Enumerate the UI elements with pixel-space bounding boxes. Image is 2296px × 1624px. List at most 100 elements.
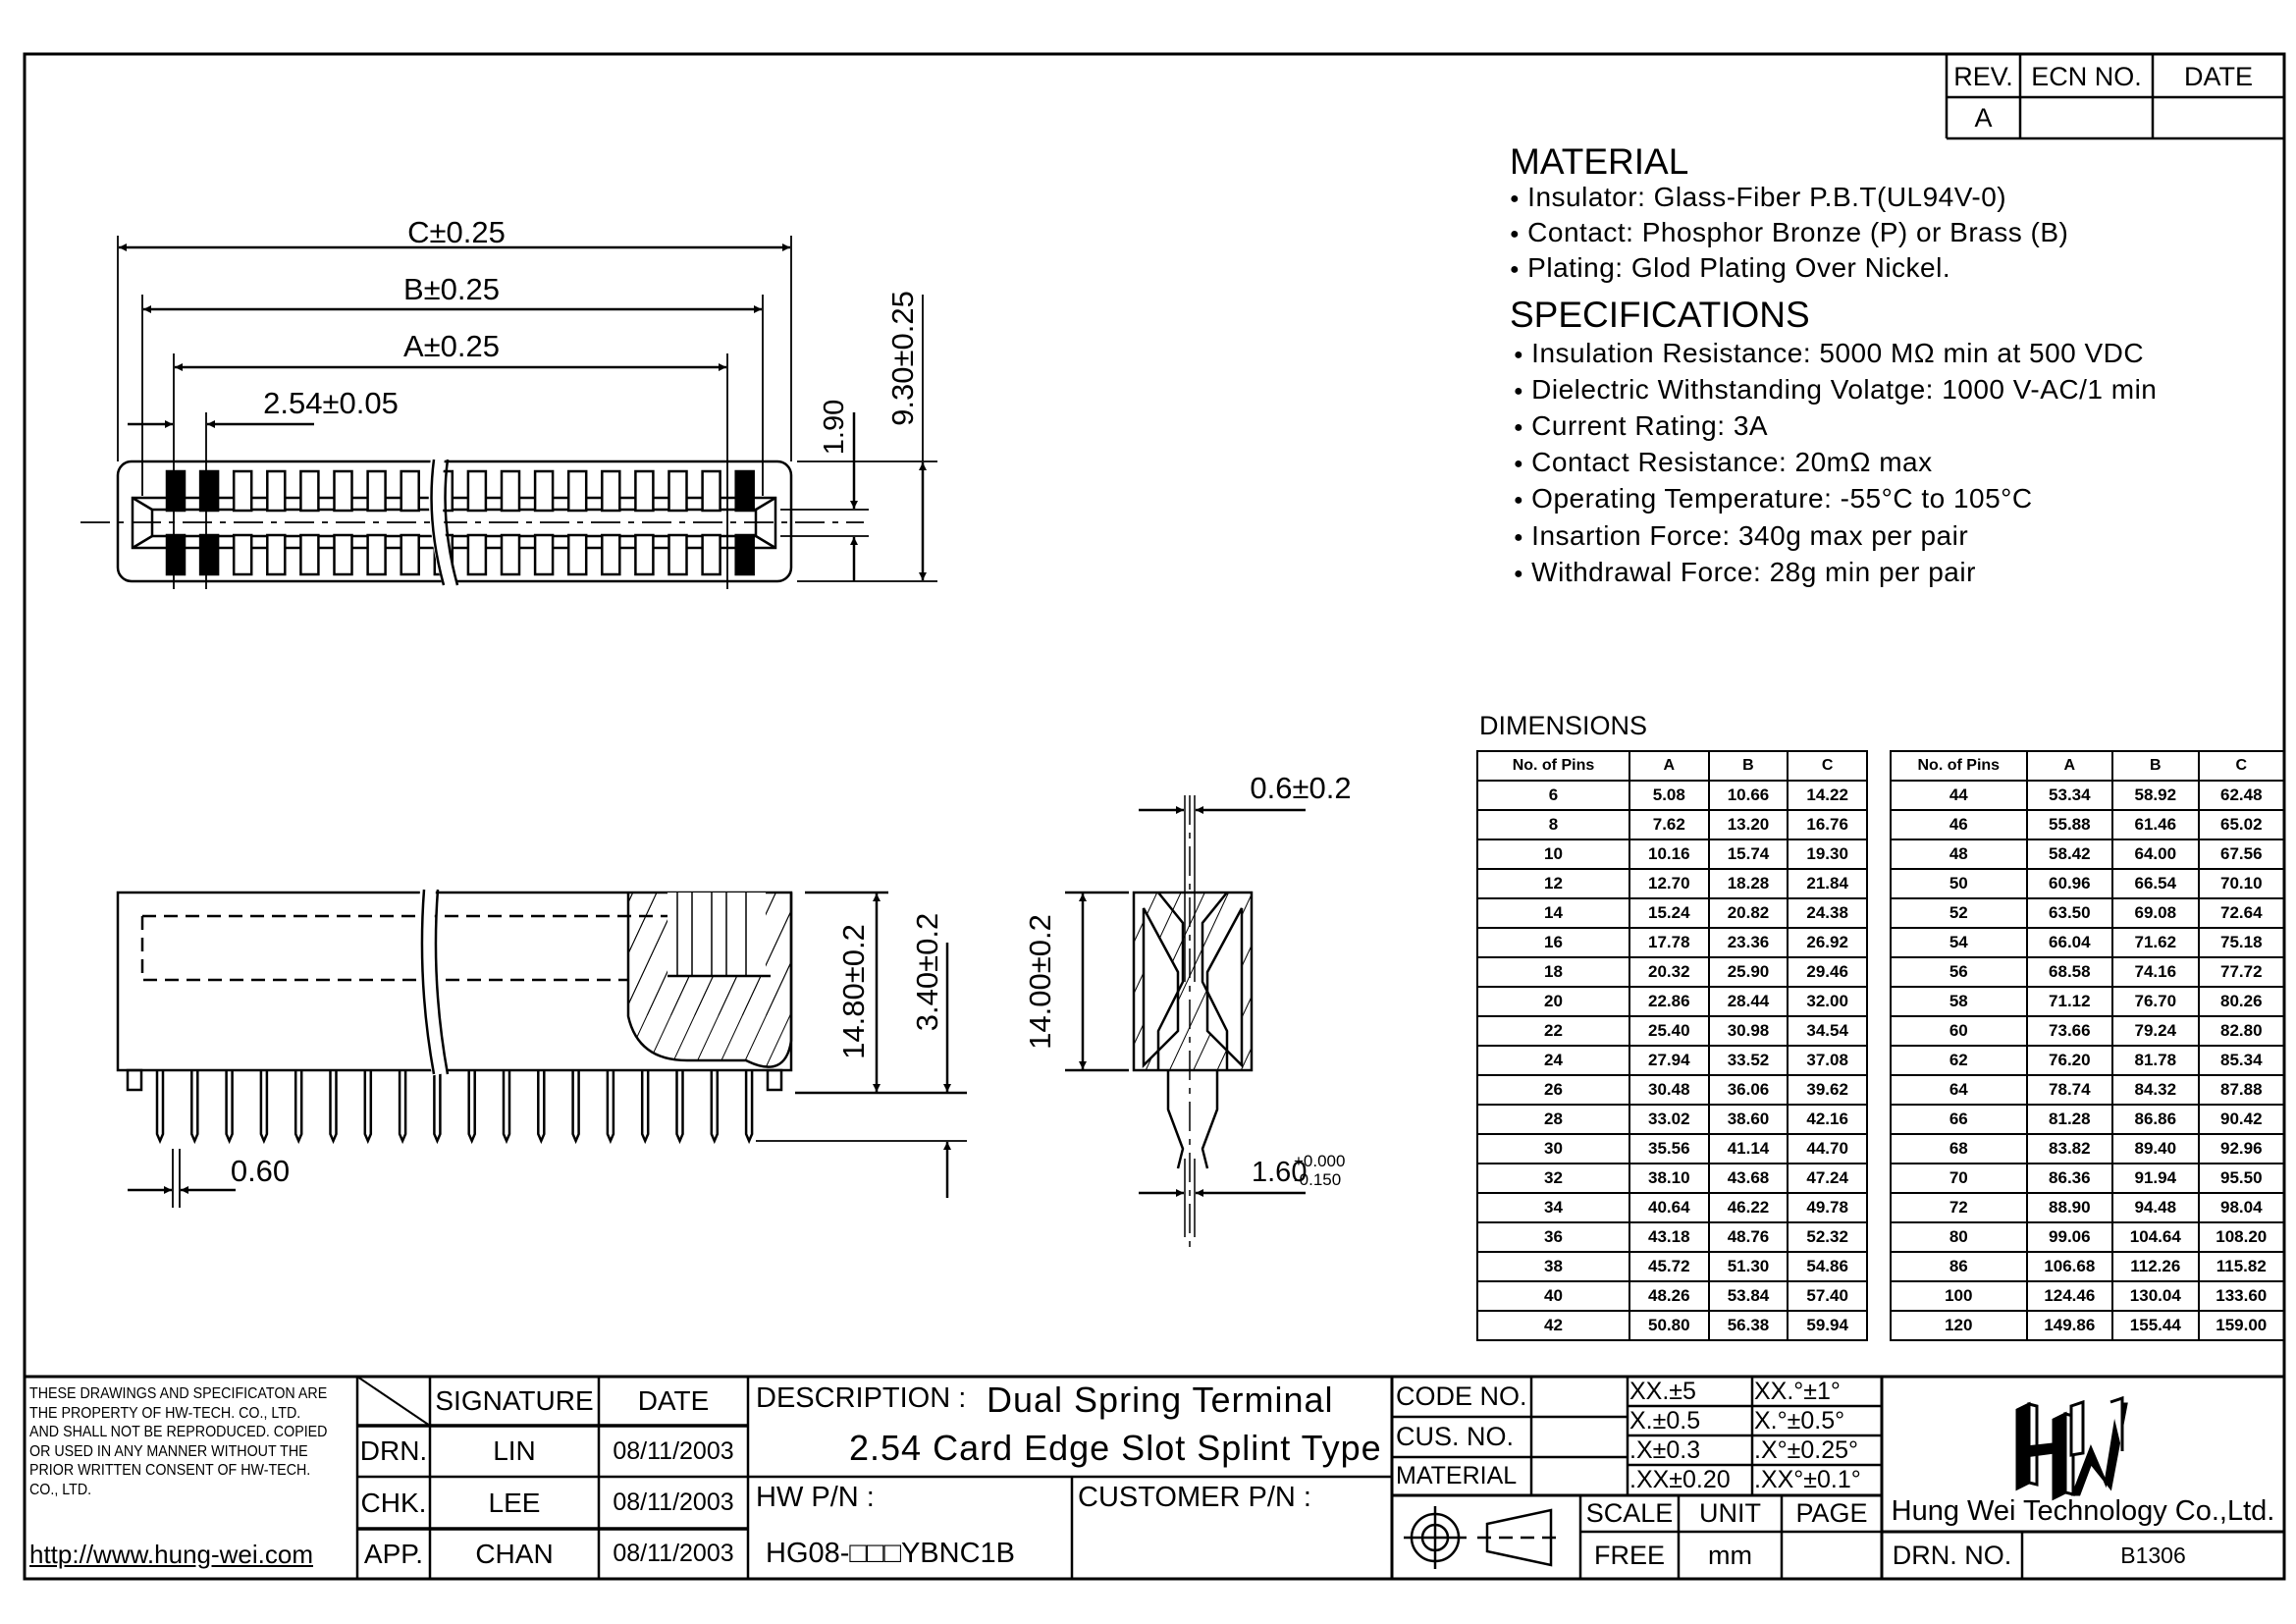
dimension-cell: 10.66 xyxy=(1707,780,1789,811)
pin-count-cell: 16 xyxy=(1476,927,1630,958)
dimension-cell: 130.04 xyxy=(2111,1280,2200,1312)
pin-count-cell: 24 xyxy=(1476,1045,1630,1076)
dimension-cell: 43.68 xyxy=(1707,1163,1789,1194)
contact-pin xyxy=(198,469,220,513)
customer-pn-label: CUSTOMER P/N : xyxy=(1078,1482,1311,1513)
dimension-cell: 69.08 xyxy=(2111,897,2200,929)
column-header: C xyxy=(1787,750,1868,782)
dimension-cell: 13.20 xyxy=(1707,809,1789,840)
dimension-cell: 45.72 xyxy=(1628,1251,1710,1282)
page-label: PAGE xyxy=(1795,1498,1868,1528)
pin-count-cell: 62 xyxy=(1890,1045,2028,1076)
dimension-cell: 42.16 xyxy=(1787,1104,1868,1135)
pin-count-cell: 100 xyxy=(1890,1280,2028,1312)
contact-pin xyxy=(299,469,320,513)
dimension-cell: 79.24 xyxy=(2111,1015,2200,1047)
dimension-cell: 24.38 xyxy=(1787,897,1868,929)
contact-pin xyxy=(165,533,187,576)
material-heading: MATERIAL xyxy=(1510,141,1689,182)
pin-count-cell: 56 xyxy=(1890,956,2028,988)
dimension-cell: 10.16 xyxy=(1628,839,1710,870)
pin-count-cell: 80 xyxy=(1890,1221,2028,1253)
dimension-cell: 85.34 xyxy=(2197,1045,2286,1076)
scale-label: SCALE xyxy=(1585,1498,1674,1528)
dimension-cell: 33.02 xyxy=(1628,1104,1710,1135)
website-link[interactable]: http://www.hung-wei.com xyxy=(29,1540,314,1569)
dim-card-label: 1.60 xyxy=(1252,1157,1308,1188)
pin-count-cell: 58 xyxy=(1890,986,2028,1017)
date-header: DATE xyxy=(2183,61,2253,91)
contact-pin xyxy=(165,469,187,513)
contact-pin xyxy=(299,533,320,576)
dimension-cell: 36.06 xyxy=(1707,1074,1789,1106)
material-field-label: MATERIAL xyxy=(1396,1462,1518,1489)
code-no-label: CODE NO. xyxy=(1396,1381,1527,1411)
contact-pin xyxy=(667,533,688,576)
column-header: No. of Pins xyxy=(1890,750,2028,782)
ownership-disclaimer: THESE DRAWINGS AND SPECIFICATON ARE THE … xyxy=(29,1385,328,1498)
spec-item: Dielectric Withstanding Volatge: 1000 V-… xyxy=(1514,376,2157,404)
dimension-cell: 57.40 xyxy=(1787,1280,1868,1312)
dimension-cell: 23.36 xyxy=(1707,927,1789,958)
contact-pin xyxy=(701,469,721,513)
dimension-cell: 21.84 xyxy=(1787,868,1868,899)
dimension-cell: 66.54 xyxy=(2111,868,2200,899)
revision-block-lines xyxy=(1945,54,2284,140)
title-block-lines xyxy=(25,1375,2284,1579)
specifications-heading: SPECIFICATIONS xyxy=(1510,295,1810,335)
dimension-cell: 104.64 xyxy=(2111,1221,2200,1253)
dimension-cell: 18.28 xyxy=(1707,868,1789,899)
solder-tail xyxy=(640,1070,650,1145)
dimension-cell: 30.98 xyxy=(1707,1015,1789,1047)
contact-pin xyxy=(333,533,353,576)
dimension-cell: 112.26 xyxy=(2111,1251,2200,1282)
dimension-cell: 28.44 xyxy=(1707,986,1789,1017)
pin-count-cell: 46 xyxy=(1890,809,2028,840)
dimension-cell: 133.60 xyxy=(2197,1280,2286,1312)
dimension-cell: 94.48 xyxy=(2111,1192,2200,1223)
dimension-cell: 47.24 xyxy=(1787,1163,1868,1194)
dimension-cell: 49.78 xyxy=(1787,1192,1868,1223)
dimension-cell: 12.70 xyxy=(1628,868,1710,899)
dimension-cell: 37.08 xyxy=(1787,1045,1868,1076)
dim-a-label: A±0.25 xyxy=(402,329,501,363)
solder-tail xyxy=(710,1070,720,1145)
dimension-cell: 15.74 xyxy=(1707,839,1789,870)
pin-count-cell: 10 xyxy=(1476,839,1630,870)
pin-count-cell: 66 xyxy=(1890,1104,2028,1135)
dimension-cell: 71.12 xyxy=(2025,986,2114,1017)
pin-count-cell: 50 xyxy=(1890,868,2028,899)
dimension-cell: 25.90 xyxy=(1707,956,1789,988)
spec-item: Current Rating: 3A xyxy=(1514,412,1768,440)
contact-pin xyxy=(400,469,420,513)
contact-pin xyxy=(266,469,287,513)
contact-pin xyxy=(634,533,655,576)
spec-item: Withdrawal Force: 28g min per pair xyxy=(1514,559,1976,586)
solder-tail xyxy=(433,1070,442,1145)
dimension-cell: 72.64 xyxy=(2197,897,2286,929)
dimension-cell: 46.22 xyxy=(1707,1192,1789,1223)
dimension-cell: 63.50 xyxy=(2025,897,2114,929)
pin-count-cell: 38 xyxy=(1476,1251,1630,1282)
contact-pin xyxy=(566,469,588,513)
hw-part-number: HG08-□□□YBNC1B xyxy=(766,1538,1016,1569)
hw-logo xyxy=(2015,1395,2128,1501)
side-view xyxy=(1065,795,1306,1247)
dimension-cell: 81.28 xyxy=(2025,1104,2114,1135)
tolerance: X.±0.5 xyxy=(1629,1406,1701,1435)
dimension-cell: 41.14 xyxy=(1707,1133,1789,1164)
ecn-no-header: ECN NO. xyxy=(2031,61,2142,91)
pin-count-cell: 30 xyxy=(1476,1133,1630,1164)
contact-pin xyxy=(634,469,655,513)
dimension-cell: 58.42 xyxy=(2025,839,2114,870)
